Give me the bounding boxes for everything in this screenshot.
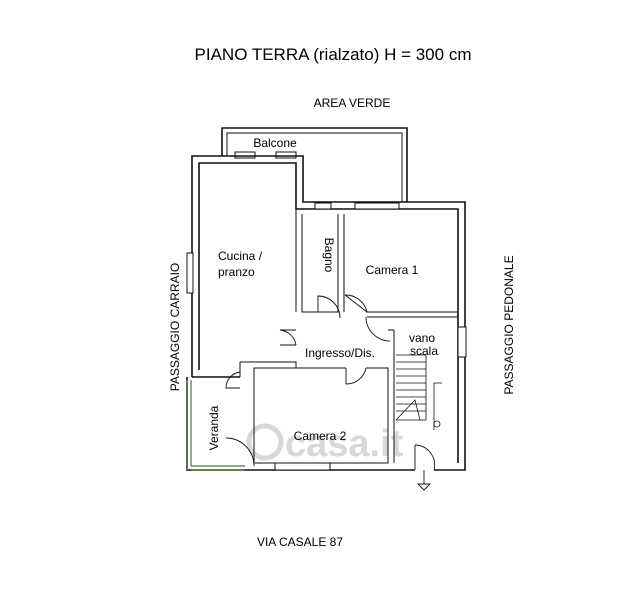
- room-label-camera2: Camera 2: [294, 429, 347, 443]
- window-camera2: [274, 462, 331, 471]
- door-entrance: [414, 444, 436, 471]
- room-label-cucina-1: Cucina /: [218, 249, 263, 263]
- window-bagno: [314, 202, 332, 210]
- balcony-door-window: [275, 151, 297, 159]
- staircase: [395, 354, 442, 430]
- label-passaggio-pedonale: PASSAGGIO PEDONALE: [502, 255, 516, 394]
- room-label-ingresso: Ingresso/Dis.: [305, 346, 375, 360]
- door-veranda-camera2: [225, 437, 255, 467]
- veranda-area: [186, 380, 245, 471]
- doors: [225, 294, 436, 491]
- room-label-camera1: Camera 1: [366, 263, 419, 277]
- door-bagno: [317, 295, 341, 319]
- label-passaggio-carraio: PASSAGGIO CARRAIO: [168, 263, 182, 391]
- balcony: [221, 127, 408, 202]
- entrance-arrow-icon: [416, 470, 432, 491]
- stair-marker-icon: [433, 420, 441, 428]
- room-label-vano-1: vano: [409, 331, 435, 345]
- label-area-verde: AREA VERDE: [314, 96, 391, 110]
- room-label-veranda: Veranda: [207, 405, 221, 450]
- balcony-window: [234, 151, 256, 159]
- door-camera2: [345, 367, 367, 385]
- door-vano-scala: [365, 311, 391, 342]
- plan-title: PIANO TERRA (rialzato) H = 300 cm: [195, 45, 472, 64]
- door-camera1: [344, 294, 368, 313]
- door-veranda: [225, 371, 241, 389]
- room-label-bagno: Bagno: [322, 238, 336, 273]
- door-cucina: [279, 329, 297, 346]
- room-label-cucina-2: pranzo: [218, 265, 255, 279]
- watermark-logo-icon: [246, 423, 284, 461]
- label-via: VIA CASALE 87: [257, 535, 343, 549]
- window-camera1: [354, 202, 400, 210]
- watermark-text: casa.it: [285, 423, 404, 465]
- room-label-vano-2: scala: [410, 344, 438, 358]
- room-label-balcone: Balcone: [253, 136, 297, 150]
- watermark: casa.it: [246, 423, 404, 465]
- interior-walls: [239, 209, 458, 464]
- window-cucina: [186, 252, 194, 294]
- window-vano-scala: [457, 326, 467, 358]
- windows: [186, 202, 467, 471]
